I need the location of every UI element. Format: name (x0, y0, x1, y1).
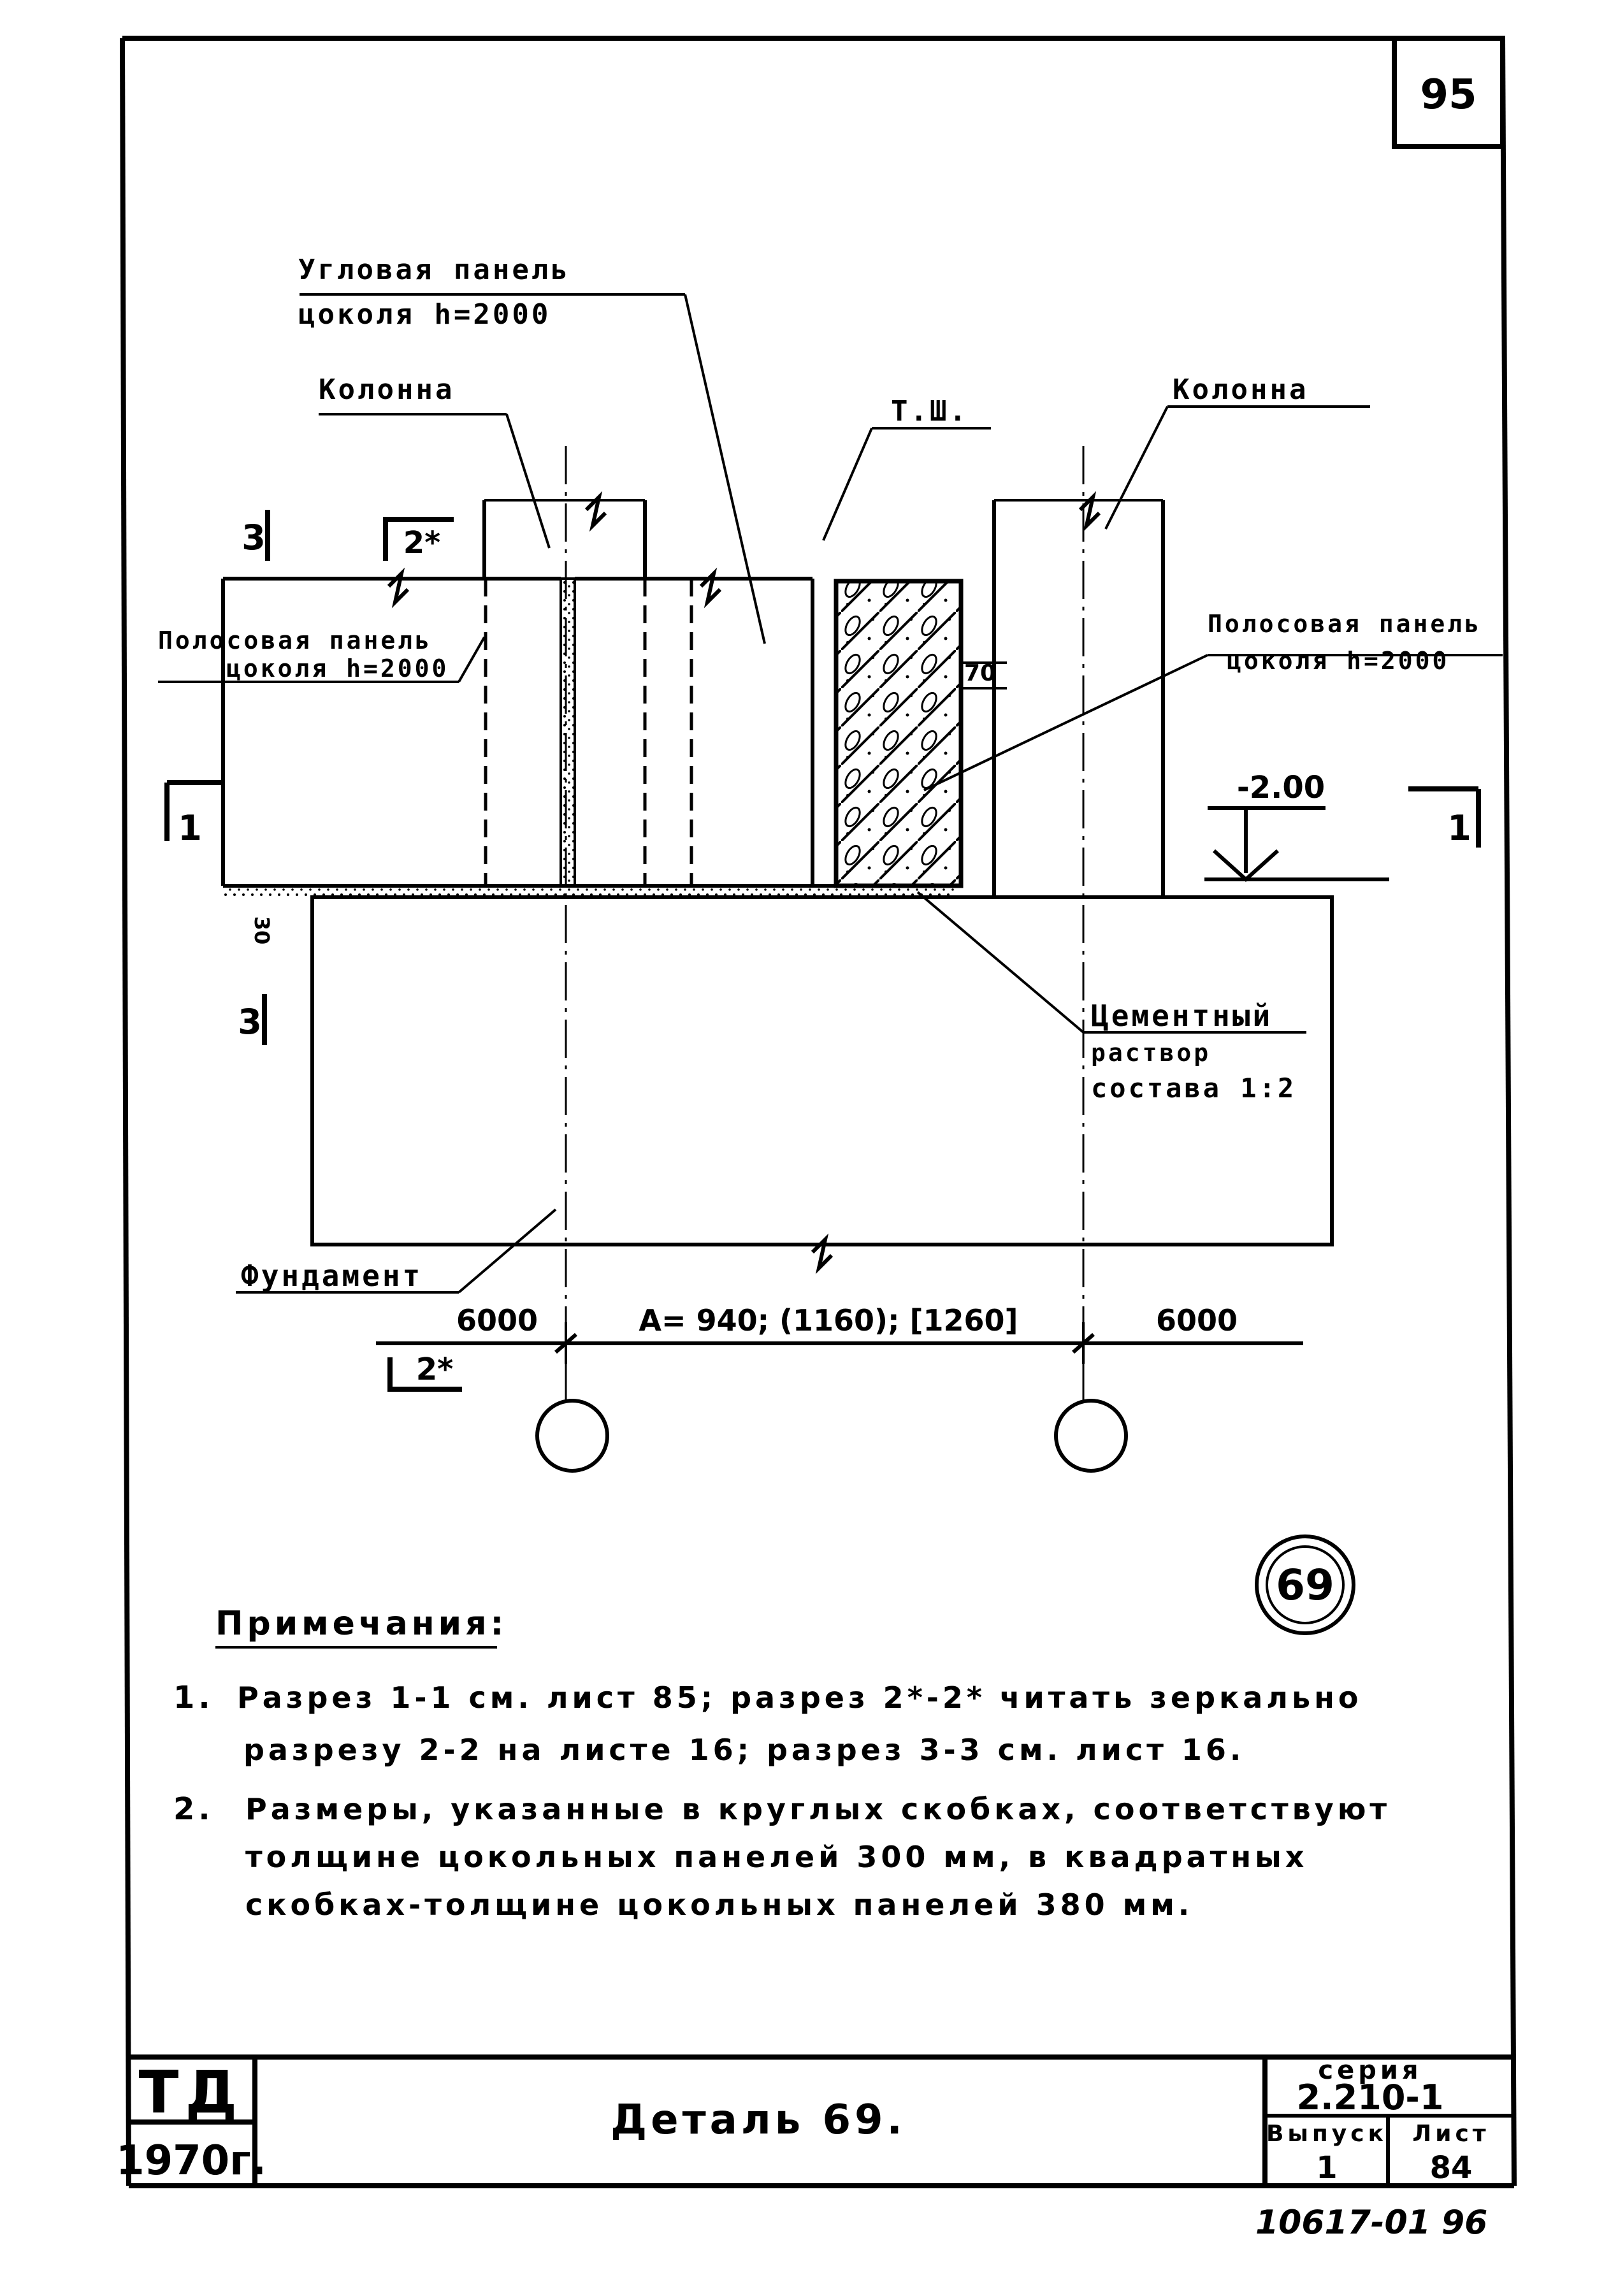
year: 1970г. (116, 2137, 266, 2184)
note-1-line1: Разрез 1-1 см. лист 85; разрез 2*-2* чит… (237, 1680, 1362, 1715)
column-right-label: Колонна (1173, 373, 1308, 406)
axis-marker-right (1054, 1399, 1128, 1473)
strip-panel-left (221, 577, 561, 886)
corner-panel-label-line2: цоколя h=2000 (298, 298, 551, 331)
issue-label: Выпуск (1266, 2121, 1387, 2147)
axis-marker-left (535, 1399, 609, 1473)
title-block: ТД 1970г. Деталь 69. серия 2.210-1 Выпус… (116, 2056, 1514, 2186)
note-1-number: 1. (173, 1680, 214, 1715)
note-2-number: 2. (173, 1791, 214, 1827)
section-mark-2-bottom: 2* (387, 1352, 462, 1392)
section-mark-1-left: 1 (164, 780, 223, 848)
elevation-marker: -2.00 (1204, 770, 1389, 883)
drawing-title: Деталь 69. (610, 2097, 906, 2144)
archive-number: 10617-01 (1255, 2204, 1431, 2242)
detail-number: 69 (1276, 1561, 1334, 1610)
dimension-line (376, 1322, 1303, 1364)
cement-label-line2: раствор (1091, 1039, 1211, 1067)
corner-panel-label-line1: Угловая панель (298, 254, 570, 286)
strip-panel-left-label-line1: Полосовая панель (158, 626, 432, 654)
sheet-number-box: 95 (1392, 36, 1505, 149)
joint-mortar (560, 577, 576, 887)
dim-30: 30 (250, 916, 274, 945)
section-mark-2-top: 2* (383, 517, 454, 561)
cement-label-line1: Цементный (1091, 999, 1273, 1033)
tsh-label: Т.Ш. (891, 395, 969, 428)
svg-text:1: 1 (1447, 808, 1471, 848)
corner-panel (575, 577, 814, 886)
cement-label-line3: состава 1:2 (1091, 1072, 1296, 1104)
footer-stamp: 10617-01 96 (1255, 2204, 1487, 2242)
archive-page: 96 (1441, 2204, 1487, 2242)
series-value: 2.210-1 (1297, 2077, 1444, 2118)
column-right (992, 499, 1165, 897)
column-left-label: Колонна (319, 373, 454, 406)
leader-lines (158, 293, 1503, 1294)
sheet-label: Лист (1412, 2121, 1489, 2147)
section-mark-3-bottom: 3 (238, 994, 267, 1045)
svg-text:2*: 2* (416, 1352, 454, 1387)
notes-title: Примечания: (215, 1605, 507, 1643)
foundation-block (310, 895, 1334, 1246)
dimension-right: 6000 (1156, 1303, 1238, 1338)
note-1-line2: разрезу 2-2 на листе 16; разрез 3-3 см. … (243, 1733, 1245, 1767)
svg-text:3: 3 (242, 517, 266, 558)
break-marks (387, 491, 1101, 1274)
strip-panel-left-label-line2: цоколя h=2000 (226, 654, 449, 682)
strip-panel-right-section (834, 579, 964, 888)
svg-text:3: 3 (238, 1002, 262, 1042)
detail-circle-outer (1255, 1534, 1355, 1635)
column-left (482, 499, 647, 579)
detail-drawing: 6000 A= 940; (1160); [1260] 6000 2* 2* 1… (164, 446, 1481, 1473)
strip-panel-right-label-line2: цоколя h=2000 (1227, 647, 1449, 675)
foundation-label: Фундамент (241, 1259, 423, 1293)
svg-text:1: 1 (178, 808, 202, 848)
svg-text:-2.00: -2.00 (1237, 770, 1325, 805)
note-2-line3: скобках-толщине цокольных панелей 380 мм… (245, 1888, 1193, 1922)
dimension-middle: A= 940; (1160); [1260] (639, 1303, 1018, 1338)
detail-circle-inner (1266, 1545, 1345, 1624)
note-2-line2: толщине цокольных панелей 300 мм, в квад… (245, 1840, 1308, 1874)
drawing-labels: Угловая панель цоколя h=2000 Колонна Кол… (158, 254, 1482, 1635)
series-label: серия (1318, 2056, 1422, 2085)
note-2-line1: Размеры, указанные в круглых скобках, со… (245, 1792, 1390, 1826)
svg-text:2*: 2* (403, 525, 441, 561)
org-code: ТД (139, 2058, 244, 2126)
strip-panel-right-label-line1: Полосовая панель (1208, 610, 1482, 638)
issue-value: 1 (1316, 2150, 1337, 2186)
section-mark-3-top: 3 (242, 510, 270, 561)
sheet-number: 95 (1420, 71, 1477, 119)
dim-70: 70 (964, 660, 996, 686)
section-mark-1-right: 1 (1408, 786, 1481, 848)
sheet-frame (120, 36, 1517, 2188)
sheet-value: 84 (1430, 2150, 1473, 2186)
notes: Примечания: 1. Разрез 1-1 см. лист 85; р… (173, 1605, 1390, 1922)
dimension-left: 6000 (456, 1303, 538, 1338)
